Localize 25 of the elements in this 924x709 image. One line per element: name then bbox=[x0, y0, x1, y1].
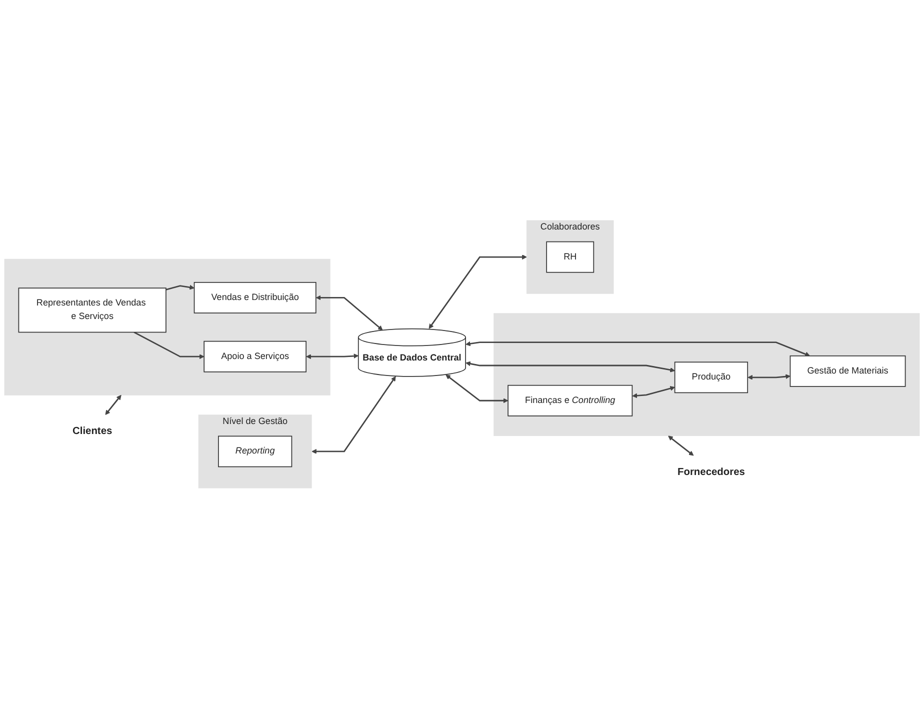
cluster bbox=[4, 259, 330, 396]
arrow bbox=[134, 332, 204, 360]
arrow bbox=[632, 386, 676, 398]
arrow bbox=[748, 374, 790, 380]
arrow bbox=[466, 342, 810, 357]
node-box: RH bbox=[546, 242, 594, 273]
arrow bbox=[668, 436, 694, 456]
arrow bbox=[312, 376, 396, 454]
node-text: Clientes bbox=[72, 425, 112, 437]
arrow bbox=[105, 395, 122, 416]
node-box: Gestão de Materiais bbox=[790, 356, 906, 388]
node-box: Representantes de Vendas e Serviços bbox=[18, 288, 166, 333]
cluster bbox=[494, 313, 920, 436]
node-box: Reporting bbox=[218, 436, 292, 468]
arrow bbox=[466, 362, 676, 373]
arrow bbox=[428, 254, 527, 330]
arrow bbox=[316, 295, 383, 331]
arrow bbox=[446, 374, 508, 404]
node-box: Apoio a Serviços bbox=[204, 341, 306, 373]
node-box: Finanças e Controlling bbox=[508, 385, 633, 417]
node-box: Produção bbox=[674, 362, 748, 394]
arrow bbox=[166, 285, 194, 291]
node-text: Fornecedores bbox=[677, 466, 745, 478]
node-box: Vendas e Distribuição bbox=[194, 282, 316, 314]
arrow bbox=[306, 354, 359, 360]
